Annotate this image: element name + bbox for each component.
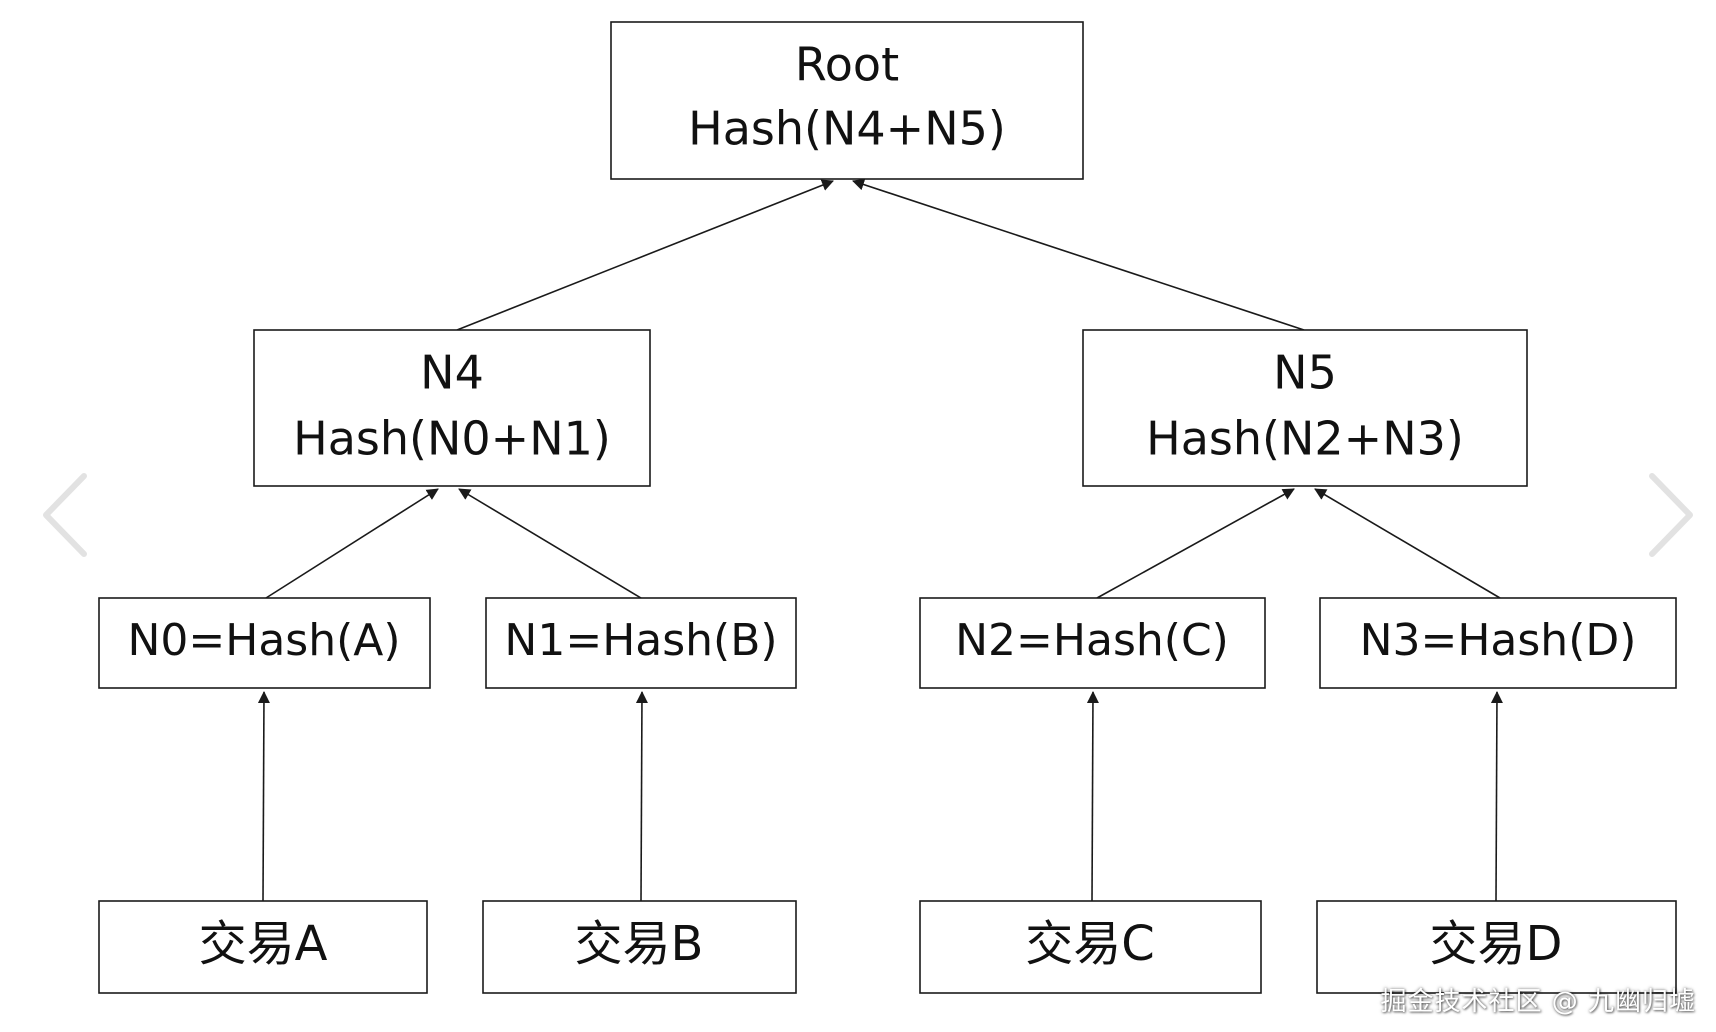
node-root-title: Root: [795, 38, 899, 92]
prev-image-button[interactable]: [36, 470, 96, 560]
node-n4-hash: Hash(N0+N1): [293, 412, 611, 466]
edge-n0-to-n4: [265, 488, 439, 599]
edge-n4-to-root: [456, 179, 834, 331]
edge-n1-to-n4: [458, 488, 642, 599]
edge-tx-c-to-n2: [1086, 691, 1099, 902]
edge-tx-b-to-n1: [635, 691, 648, 902]
edge-n3-to-n5: [1314, 488, 1501, 599]
node-n5-title: N5: [1273, 346, 1337, 400]
node-n3: N3=Hash(D): [1319, 597, 1677, 689]
node-tx-c-label: 交易C: [1025, 916, 1155, 972]
chevron-left-icon: [43, 473, 87, 557]
edge-n5-to-root: [852, 178, 1305, 331]
node-n0-label: N0=Hash(A): [127, 615, 400, 666]
node-n4: N4 Hash(N0+N1): [253, 329, 651, 487]
node-n1: N1=Hash(B): [485, 597, 797, 689]
edge-n2-to-n5: [1096, 488, 1295, 599]
node-n2-label: N2=Hash(C): [955, 615, 1229, 666]
node-tx-d-label: 交易D: [1430, 916, 1563, 972]
node-root-hash: Hash(N4+N5): [688, 102, 1006, 156]
node-n4-title: N4: [420, 346, 484, 400]
node-n1-label: N1=Hash(B): [504, 615, 777, 666]
next-image-button[interactable]: [1640, 470, 1700, 560]
node-tx-c: 交易C: [919, 900, 1262, 994]
node-root: Root Hash(N4+N5): [610, 21, 1084, 180]
node-tx-a: 交易A: [98, 900, 428, 994]
node-n5: N5 Hash(N2+N3): [1082, 329, 1528, 487]
edge-tx-a-to-n0: [257, 691, 270, 902]
node-n2: N2=Hash(C): [919, 597, 1266, 689]
node-n0: N0=Hash(A): [98, 597, 431, 689]
node-tx-d: 交易D: [1316, 900, 1677, 994]
watermark: 掘金技术社区 @ 九幽归墟: [1380, 987, 1696, 1017]
node-tx-b: 交易B: [482, 900, 797, 994]
node-n3-label: N3=Hash(D): [1360, 615, 1637, 666]
node-tx-b-label: 交易B: [575, 916, 704, 972]
chevron-right-icon: [1649, 473, 1693, 557]
node-n5-hash: Hash(N2+N3): [1146, 412, 1464, 466]
node-tx-a-label: 交易A: [199, 916, 328, 972]
edge-tx-d-to-n3: [1490, 691, 1503, 902]
